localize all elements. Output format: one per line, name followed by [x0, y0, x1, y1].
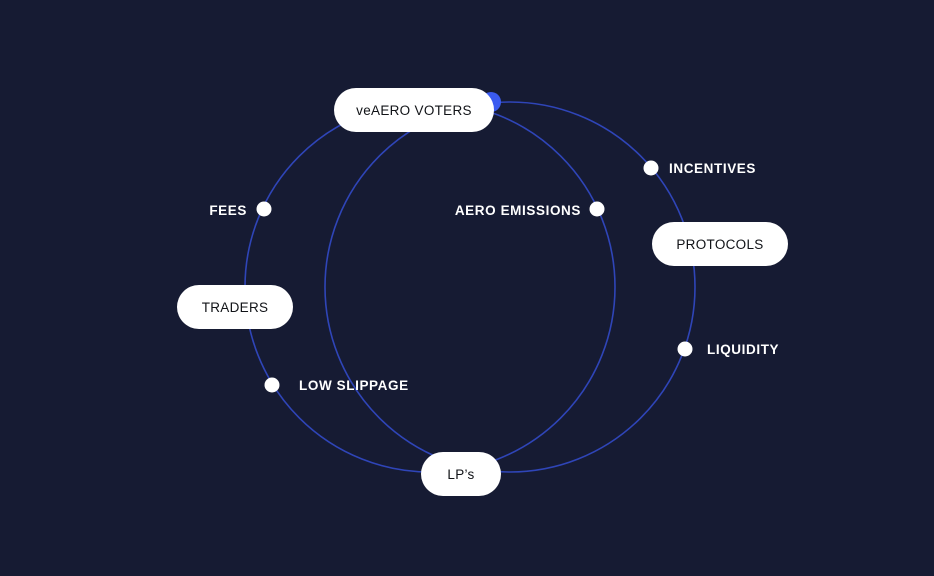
incentives-node	[643, 160, 659, 176]
low-slippage-node	[264, 377, 280, 393]
lps-node: LP’s	[421, 452, 501, 496]
traders-node: TRADERS	[177, 285, 293, 329]
liquidity-label: LIQUIDITY	[707, 342, 779, 357]
aero-emissions-node	[589, 201, 605, 217]
lps-label: LP’s	[447, 467, 474, 482]
fees-node	[256, 201, 272, 217]
voters-label: veAERO VOTERS	[356, 103, 472, 118]
traders-label: TRADERS	[202, 300, 269, 315]
fees-label: FEES	[209, 203, 247, 218]
right-cycle-ring	[324, 101, 696, 473]
liquidity-node	[677, 341, 693, 357]
low-slippage-label: LOW SLIPPAGE	[299, 378, 409, 393]
left-cycle-ring	[244, 101, 616, 473]
protocols-node: PROTOCOLS	[652, 222, 788, 266]
voters-node: veAERO VOTERS	[334, 88, 494, 132]
incentives-label: INCENTIVES	[669, 161, 756, 176]
aero-emissions-label: AERO EMISSIONS	[455, 203, 581, 218]
protocols-label: PROTOCOLS	[676, 237, 763, 252]
